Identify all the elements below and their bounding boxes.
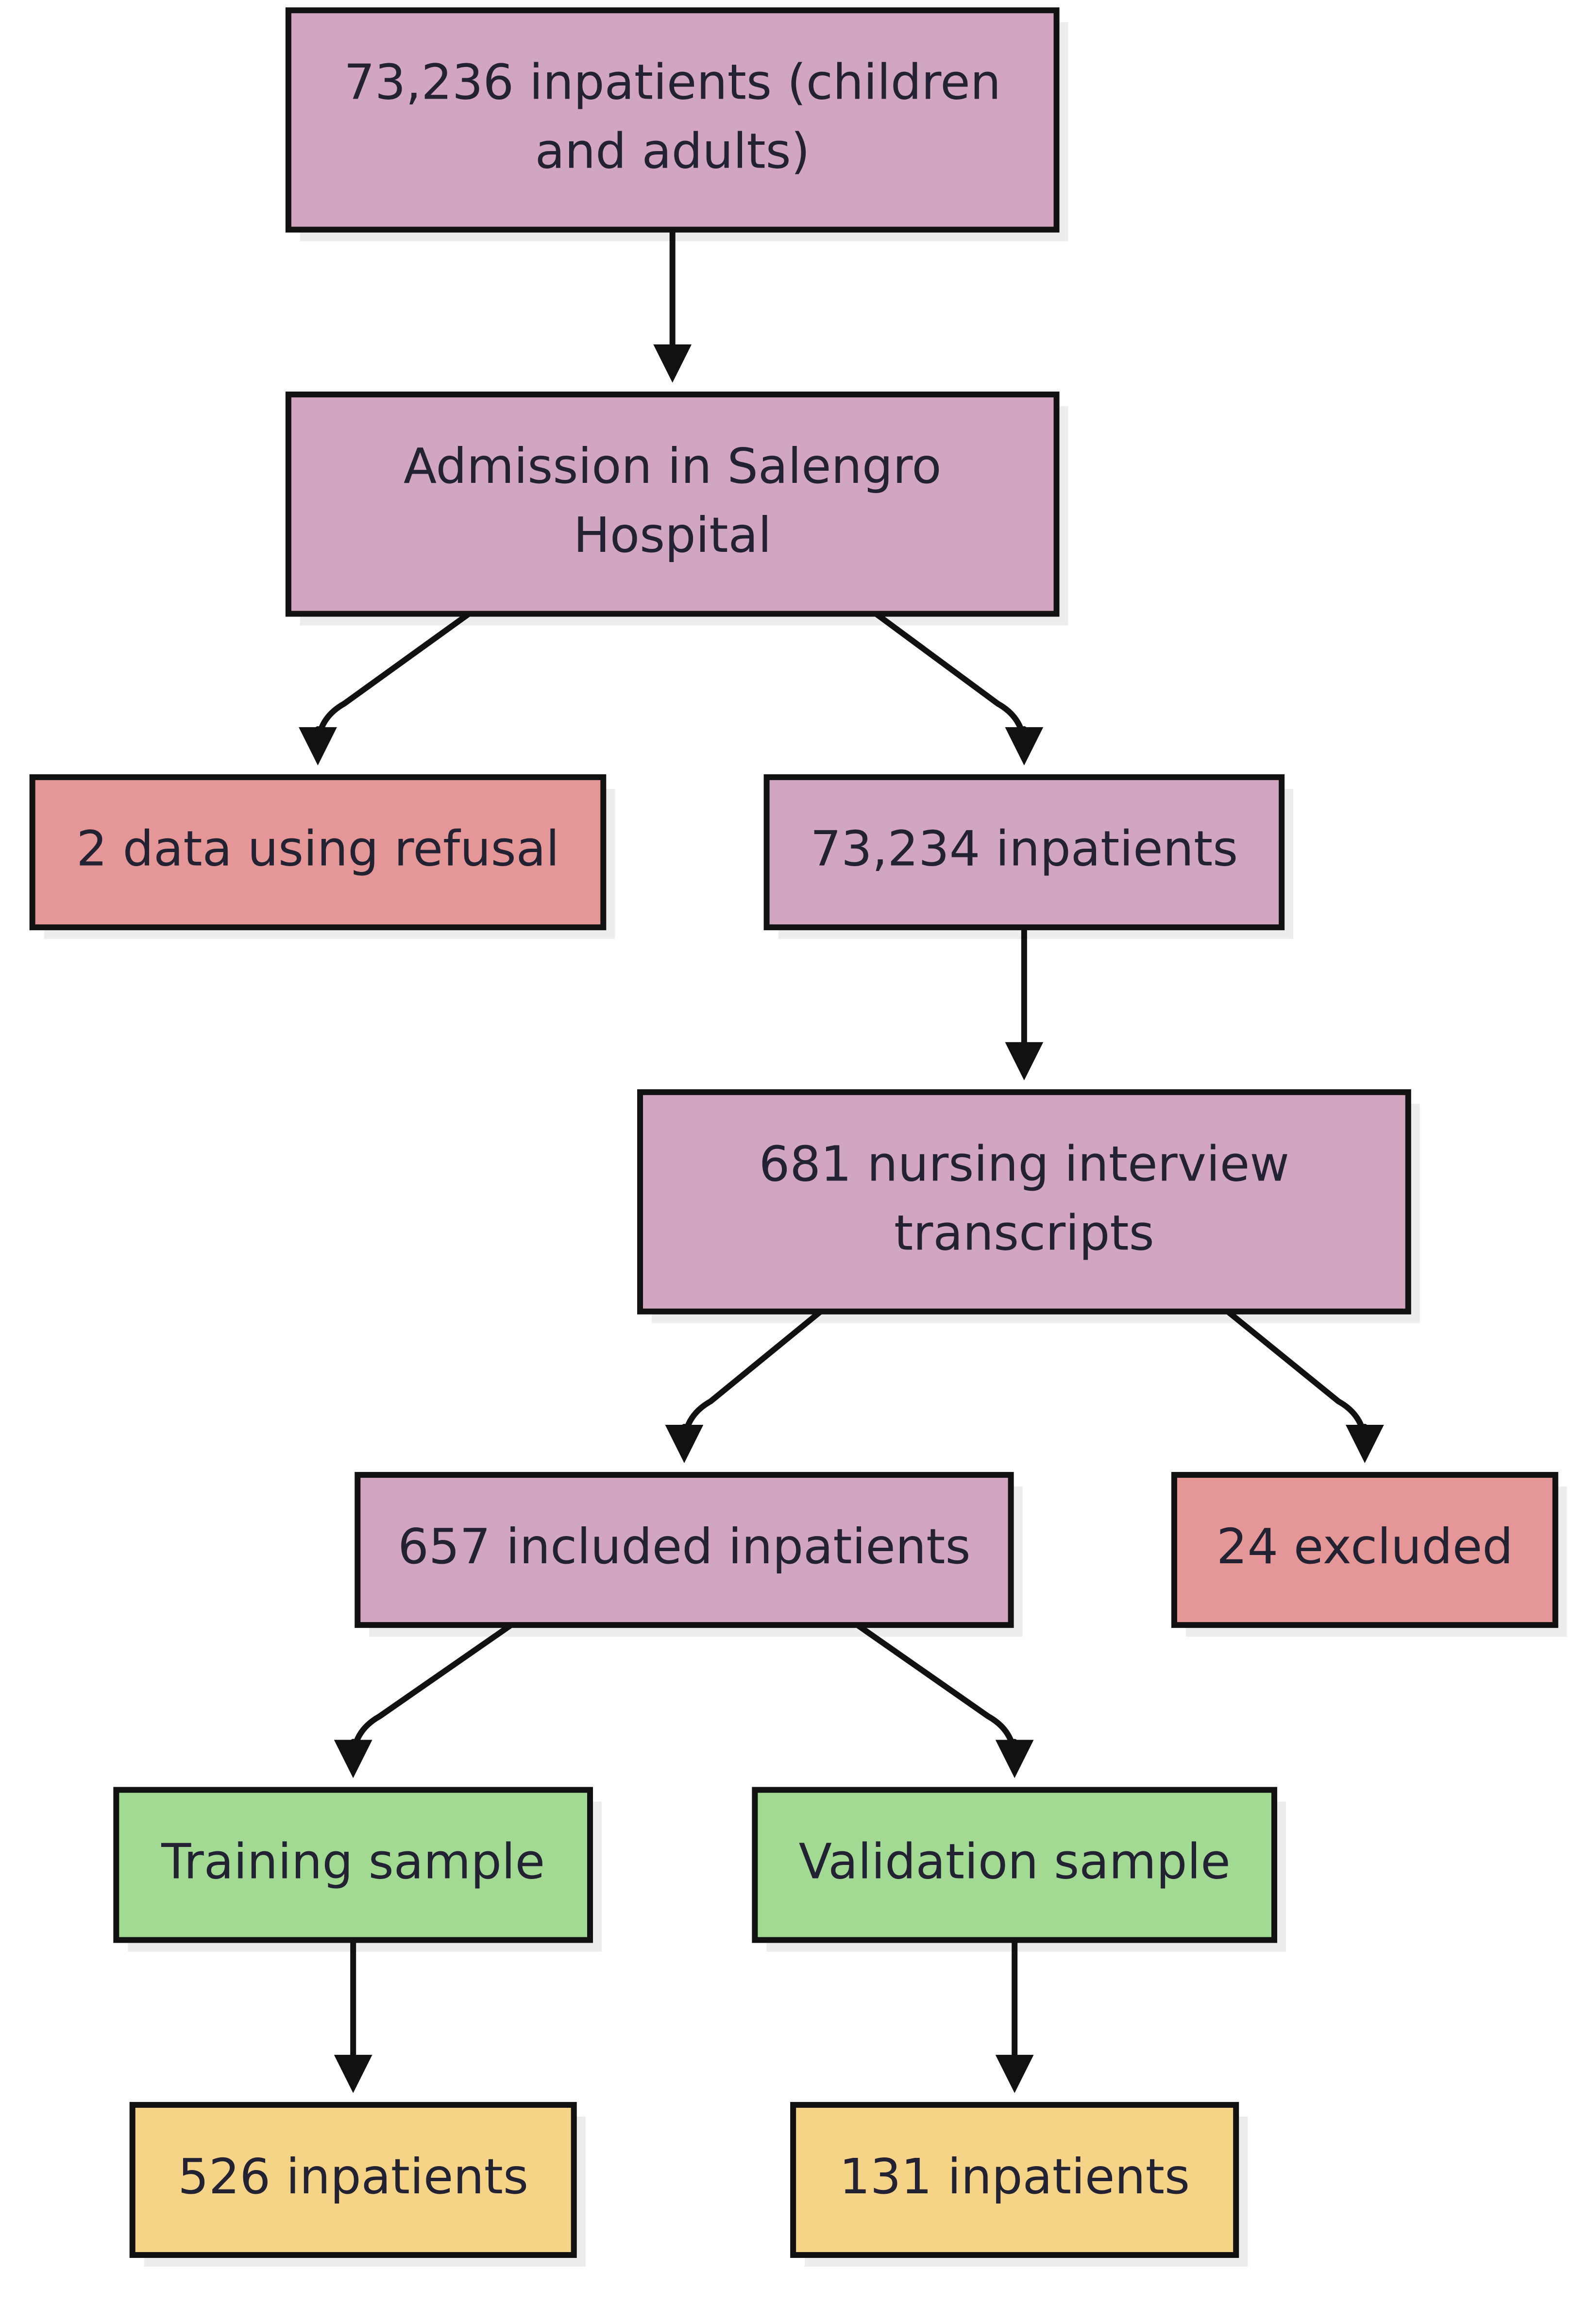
node-label-line: Hospital	[574, 507, 772, 564]
arrowhead-icon	[995, 2054, 1034, 2093]
edge-transcripts-to-included	[665, 1308, 824, 1463]
edge-included-to-training	[334, 1622, 514, 1778]
arrowhead-icon	[299, 727, 337, 766]
edge-transcripts-to-excluded	[1225, 1308, 1384, 1463]
node-box	[790, 2102, 1239, 2258]
node-validation: Validation sample	[752, 1787, 1286, 1952]
node-label-line: 73,234 inpatients	[810, 820, 1238, 877]
node-label-line: 657 included inpatients	[398, 1518, 970, 1575]
arrowhead-icon	[995, 1740, 1034, 1778]
edge-line	[681, 1308, 824, 1446]
edge-inpatients-73234-to-transcripts	[1005, 924, 1044, 1081]
edge-line	[315, 611, 472, 748]
edge-line	[854, 1622, 1018, 1761]
edge-admission-to-inpatients-73234	[873, 611, 1044, 766]
arrowhead-icon	[1005, 1042, 1044, 1081]
arrowhead-icon	[1345, 1425, 1384, 1463]
node-box	[752, 1787, 1277, 1943]
arrowhead-icon	[334, 2054, 372, 2093]
node-box	[113, 1787, 593, 1943]
arrowhead-icon	[334, 1740, 372, 1778]
edge-training-to-training-count	[334, 1937, 372, 2093]
node-label-line: 24 excluded	[1217, 1518, 1513, 1575]
node-label-line: transcripts	[894, 1204, 1154, 1261]
node-label-line: and adults)	[535, 122, 810, 179]
node-validation-count: 131 inpatients	[790, 2102, 1248, 2267]
edge-admission-to-refusal	[299, 611, 472, 766]
node-refusal: 2 data using refusal	[29, 774, 615, 939]
node-box	[763, 774, 1285, 930]
node-inpatients-73234: 73,234 inpatients	[763, 774, 1294, 939]
node-box	[285, 7, 1060, 233]
node-training: Training sample	[113, 1787, 602, 1952]
node-label-line: 526 inpatients	[178, 2148, 528, 2205]
node-box	[637, 1089, 1411, 1315]
node-box	[129, 2102, 577, 2258]
node-label-line: Admission in Salengro	[404, 438, 942, 495]
node-excluded: 24 excluded	[1171, 1472, 1567, 1637]
node-box	[29, 774, 607, 930]
arrowhead-icon	[1005, 727, 1044, 766]
edge-validation-to-validation-count	[995, 1937, 1034, 2093]
node-training-count: 526 inpatients	[129, 2102, 586, 2267]
node-label-line: 681 nursing interview	[759, 1135, 1289, 1192]
edge-line	[1225, 1308, 1368, 1446]
node-included: 657 included inpatients	[355, 1472, 1023, 1637]
arrowhead-icon	[653, 344, 692, 383]
node-label-line: 131 inpatients	[839, 2148, 1190, 2205]
edge-line	[350, 1622, 514, 1761]
node-label-line: Validation sample	[799, 1833, 1231, 1890]
edge-all-inpatients-to-admission	[653, 226, 692, 383]
node-transcripts: 681 nursing interview transcripts	[637, 1089, 1420, 1323]
node-box	[285, 392, 1060, 617]
arrowhead-icon	[665, 1425, 704, 1463]
node-label-line: Training sample	[161, 1833, 545, 1890]
edges-layer	[299, 226, 1384, 2093]
node-all-inpatients: 73,236 inpatients (children and adults)	[285, 7, 1068, 241]
node-label-line: 2 data using refusal	[76, 820, 559, 877]
edge-line	[873, 611, 1027, 748]
nodes-layer: 73,236 inpatients (children and adults) Ad…	[29, 7, 1567, 2267]
edge-included-to-validation	[854, 1622, 1034, 1778]
node-box	[355, 1472, 1014, 1628]
node-box	[1171, 1472, 1558, 1628]
node-label-line: 73,236 inpatients (children	[344, 53, 1001, 110]
